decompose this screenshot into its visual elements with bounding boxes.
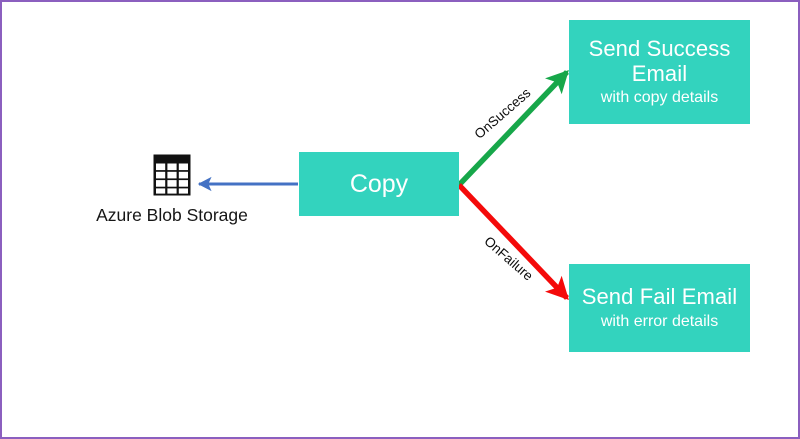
fail-title-line1: Send Fail Email: [581, 284, 738, 310]
edge-on-failure: [457, 183, 569, 300]
edge-label-on-success: OnSuccess: [471, 85, 534, 142]
edge-label-on-failure: OnFailure: [481, 233, 536, 284]
success-subtitle: with copy details: [600, 89, 719, 107]
success-title-line1: Send Success: [588, 35, 731, 61]
success-title-line2: Email: [631, 60, 688, 86]
activity-send-fail-email[interactable]: Send Fail Email with error details: [569, 264, 750, 352]
activity-copy-label: Copy: [349, 170, 409, 198]
activity-send-success-email[interactable]: Send Success Email with copy details: [569, 20, 750, 124]
table-grid-icon: [153, 154, 191, 196]
node-azure-blob-storage: Azure Blob Storage: [62, 154, 282, 226]
fail-subtitle: with error details: [600, 312, 719, 330]
activity-copy[interactable]: Copy: [299, 152, 459, 216]
azure-blob-storage-label: Azure Blob Storage: [96, 205, 248, 225]
